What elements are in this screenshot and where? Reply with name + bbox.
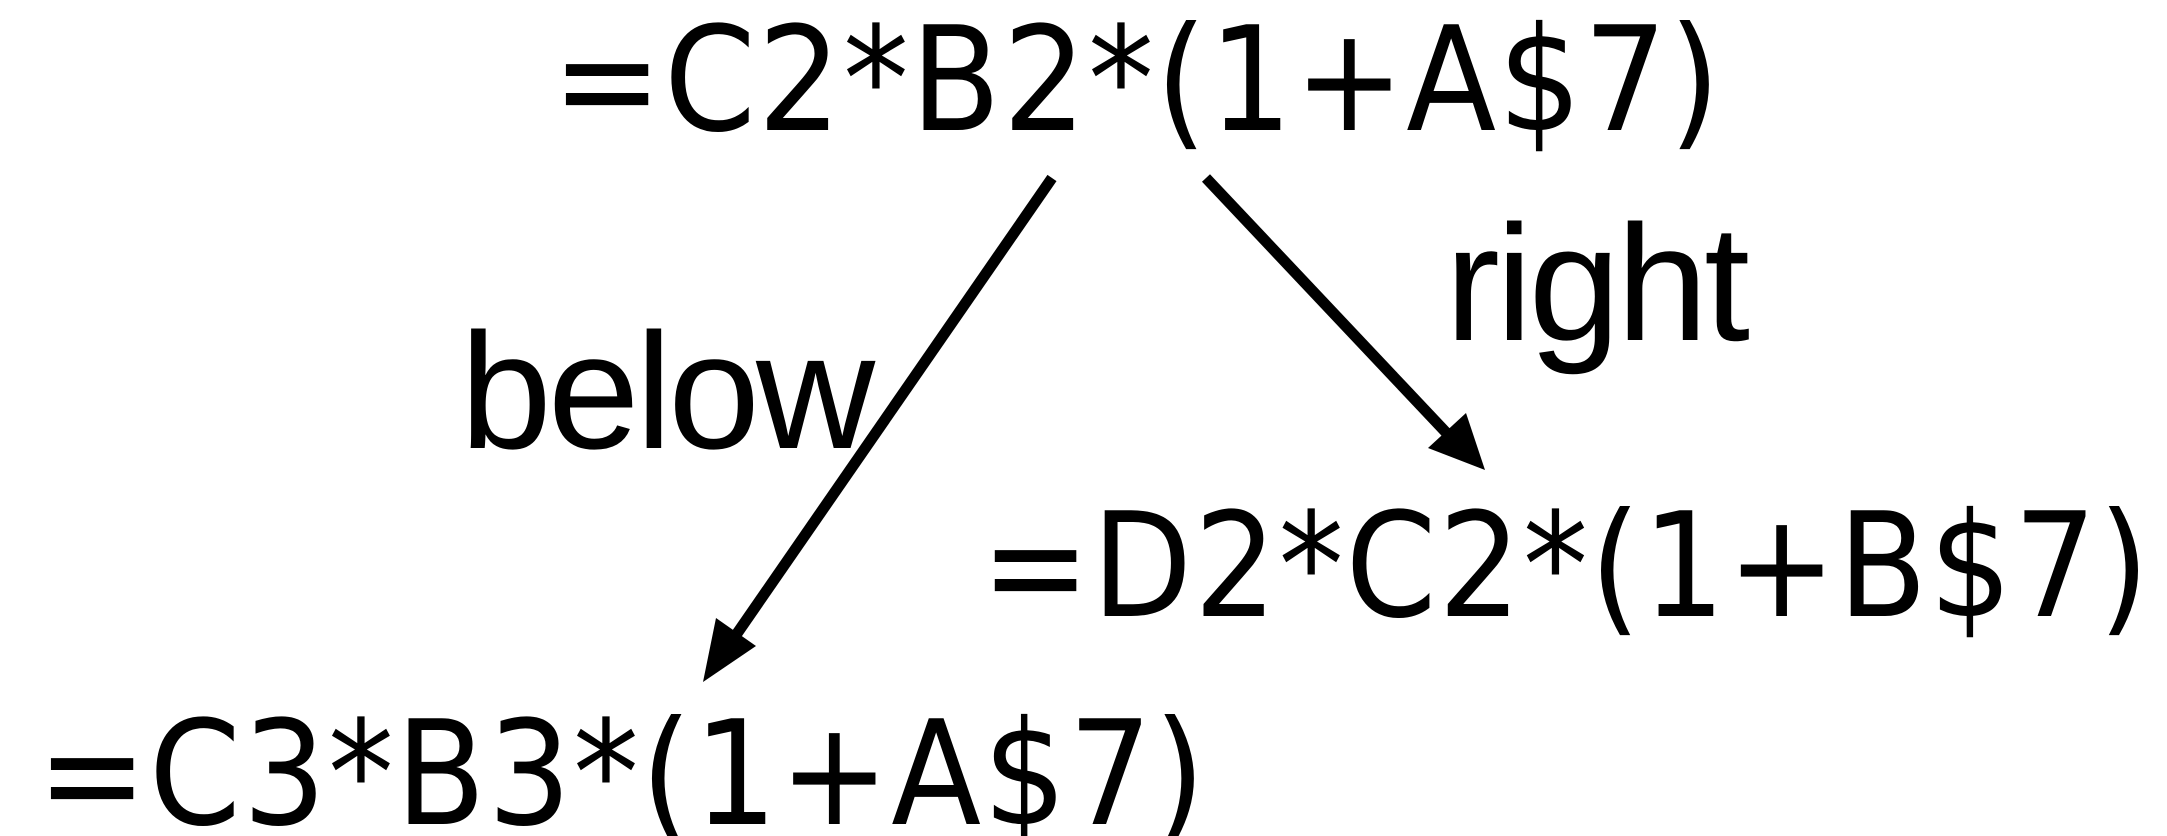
arrow-right-head — [1428, 413, 1485, 470]
right-formula: =D2*C2*(1+B$7) — [981, 482, 2151, 651]
arrow-right-shaft — [1201, 174, 1461, 447]
below-formula: =C3*B3*(1+A$7) — [37, 690, 1207, 836]
below-label: below — [460, 299, 876, 483]
arrow-right — [1201, 174, 1485, 470]
arrow-below-head — [703, 618, 756, 682]
source-formula: =C2*B2*(1+A$7) — [552, 0, 1722, 165]
right-label: right — [1445, 191, 1749, 375]
arrow-below — [703, 174, 1057, 682]
arrow-below-shaft — [722, 174, 1057, 652]
